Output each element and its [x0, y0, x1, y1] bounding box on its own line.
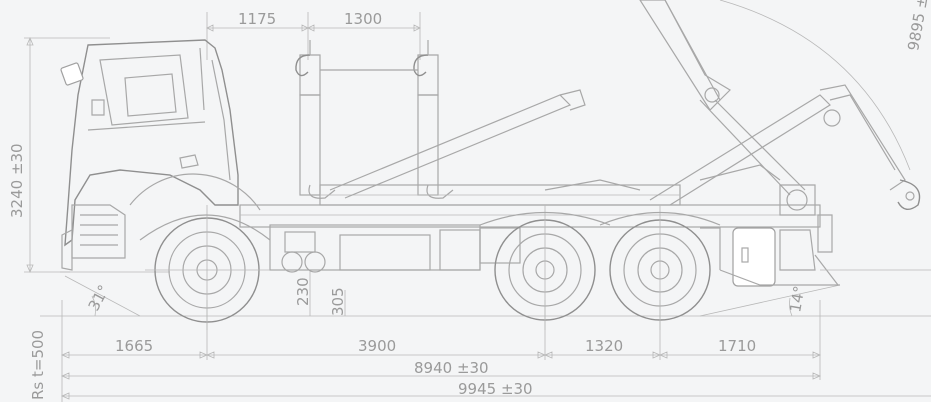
- dim-305-label: 305: [329, 287, 347, 316]
- top-dimension-lines: [206, 12, 421, 60]
- dim-1300-label: 1300: [344, 10, 382, 28]
- dim-230-label: 230: [294, 277, 312, 306]
- front-approach-line: [64, 275, 141, 317]
- rear-departure-line: [699, 284, 841, 317]
- dim-9945-label: 9945 ±30: [458, 380, 533, 398]
- dim-3900-label: 3900: [358, 337, 396, 355]
- dim-height-label: 3240 ±30: [8, 143, 26, 218]
- dim-8940-label: 8940 ±30: [414, 359, 489, 377]
- dim-1665-label: 1665: [115, 337, 153, 355]
- height-dimension: [24, 36, 110, 274]
- front-fender: [139, 214, 271, 241]
- chassis: [239, 204, 839, 287]
- dim-rst-label: Rs t=500: [29, 330, 47, 400]
- dim-1710-label: 1710: [718, 337, 756, 355]
- front-wheel: [145, 205, 270, 330]
- bottom-dimension-lines: [60, 300, 931, 402]
- lifting-arms: [295, 0, 921, 216]
- angle-front-label: 31°: [85, 282, 113, 314]
- dim-arc-label: 9895 ±: [904, 0, 931, 52]
- truck-cab: [60, 39, 261, 271]
- angle-rear-label: 14°: [786, 284, 808, 313]
- rear-underride: [719, 269, 840, 286]
- rear-fender-1: [479, 211, 611, 226]
- reach-arc: [719, 0, 911, 171]
- dim-1320-label: 1320: [585, 337, 623, 355]
- rear-wheel: [609, 205, 711, 330]
- rear-fender-2: [599, 211, 721, 226]
- dim-1175-label: 1175: [238, 10, 276, 28]
- middle-rear-wheel: [494, 205, 596, 330]
